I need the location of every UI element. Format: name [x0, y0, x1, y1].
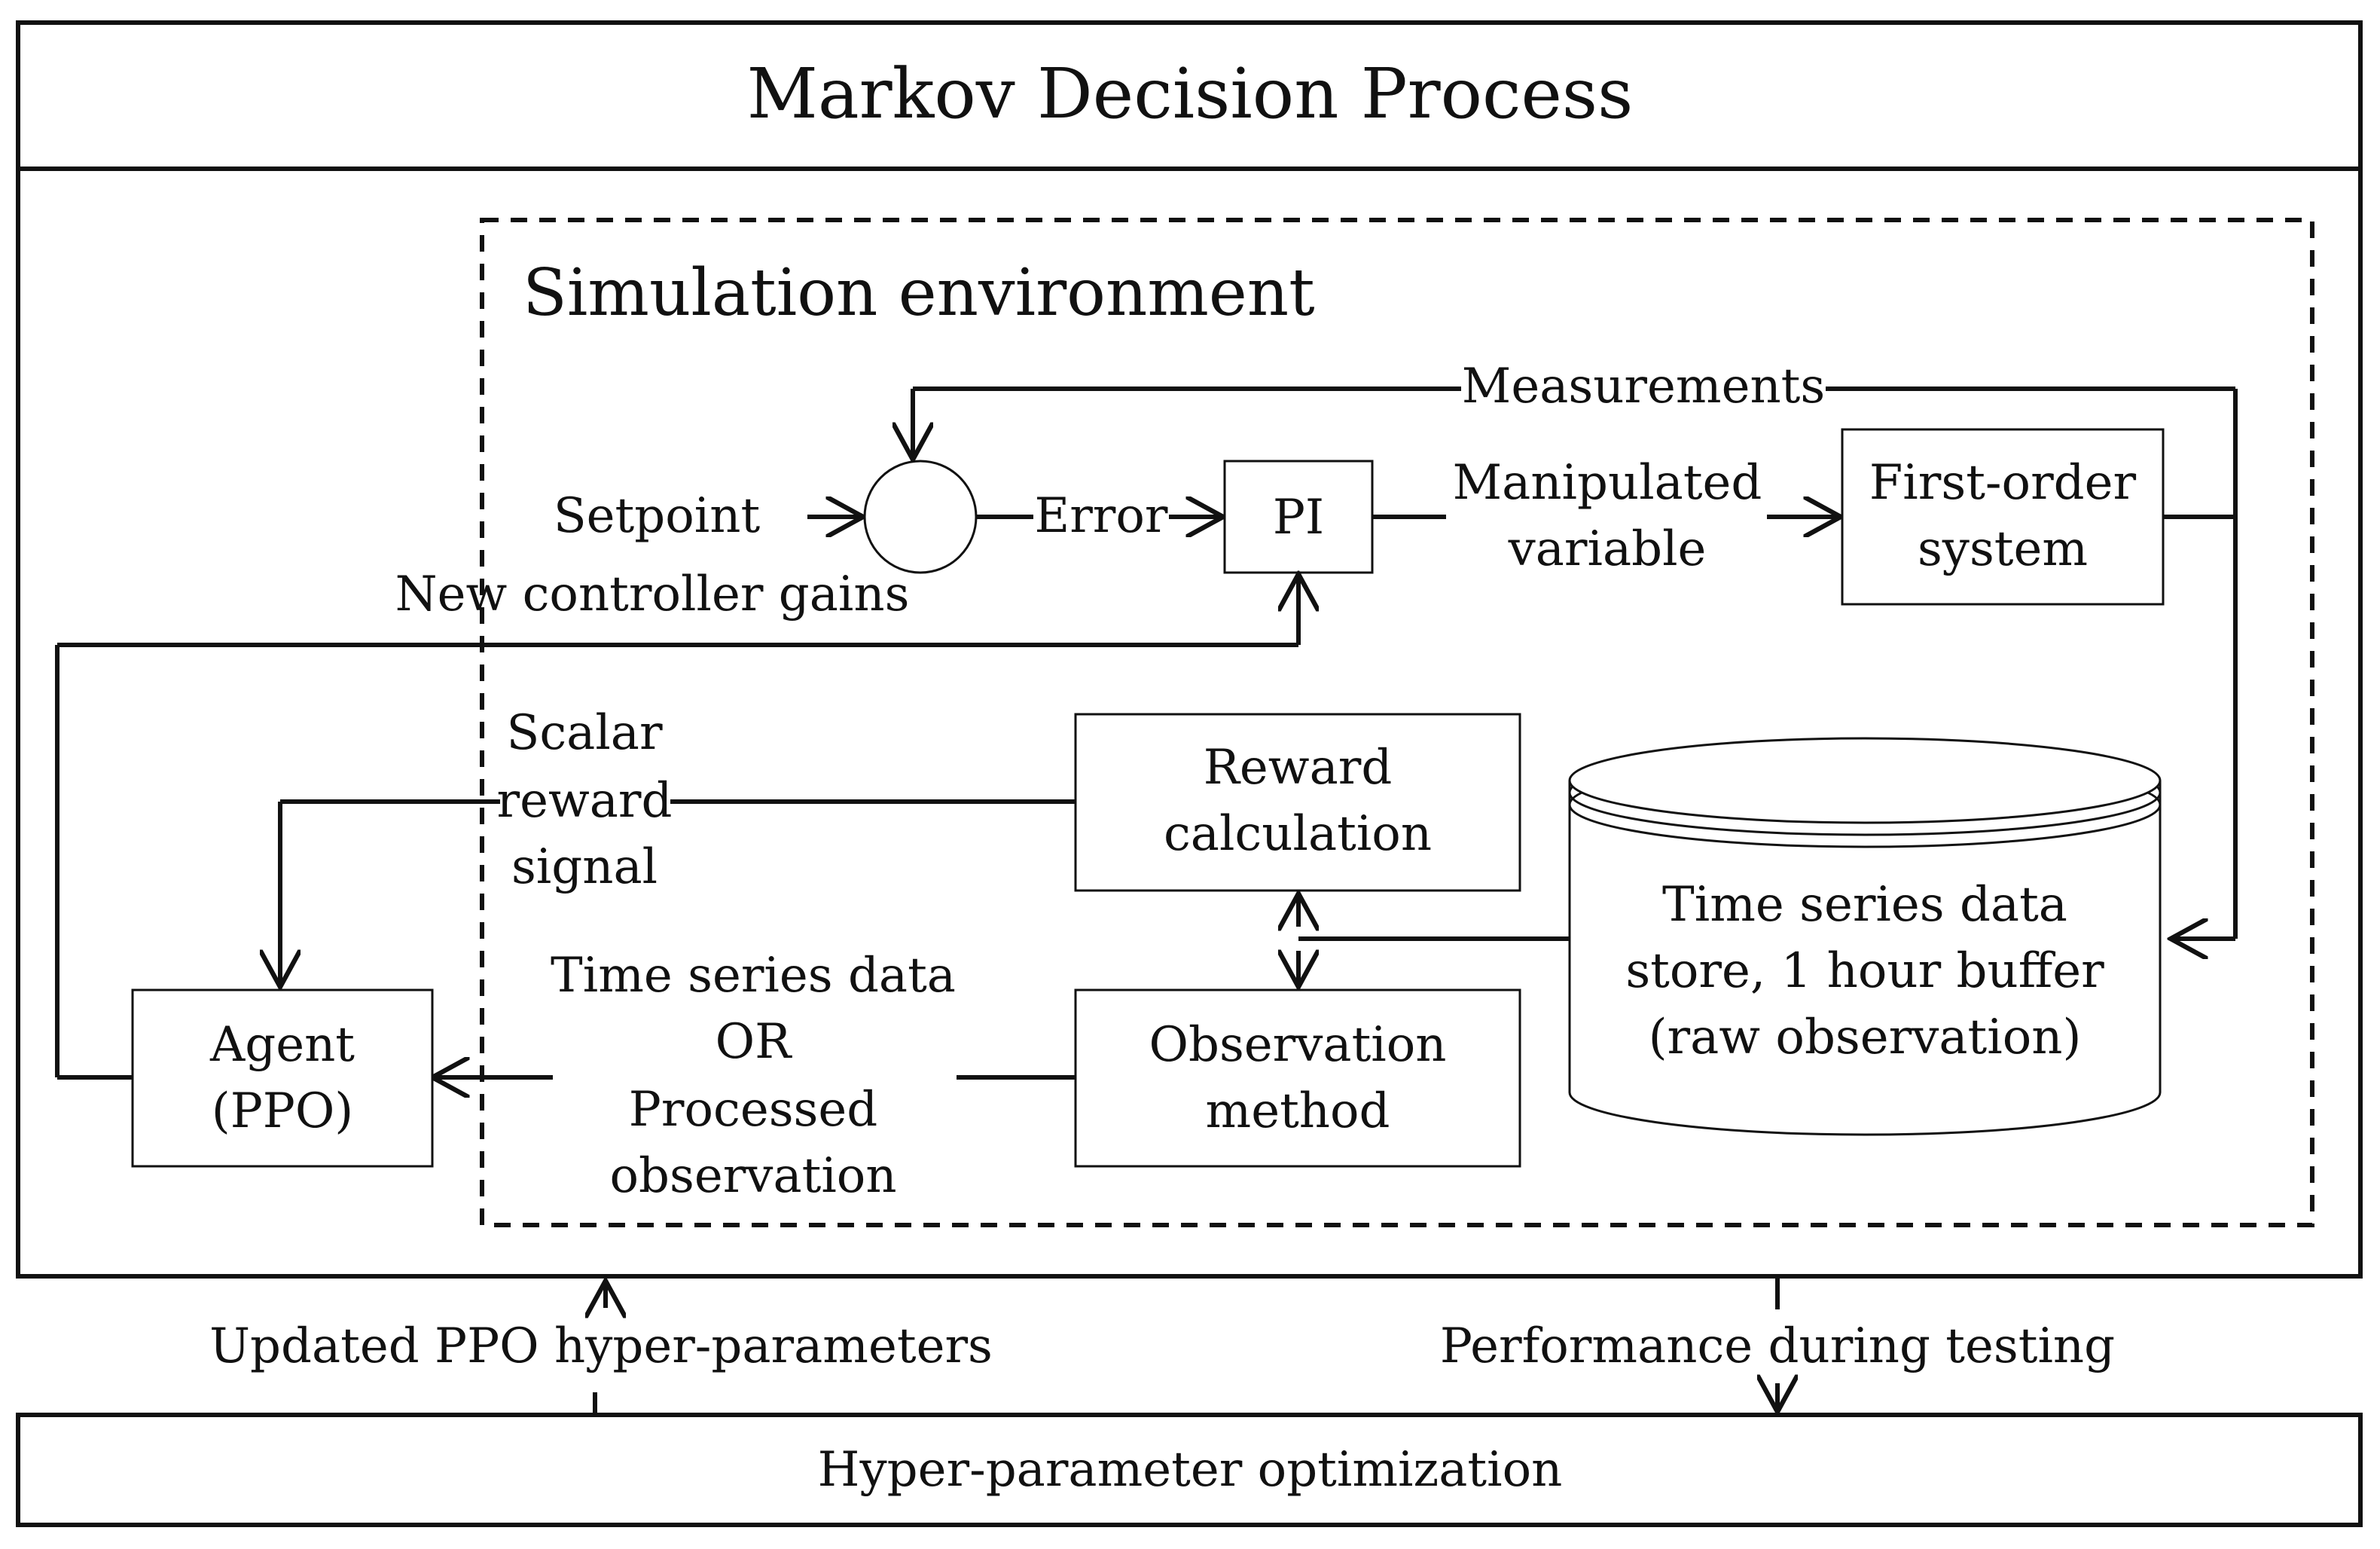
observation-out-label-1: Time series data: [551, 948, 956, 1004]
measurements-feedback: [913, 386, 2238, 939]
first-order-label-2: system: [1918, 521, 2088, 577]
manipulated-label-1: Manipulated: [1453, 455, 1762, 511]
agent-label-2: (PPO): [212, 1083, 354, 1139]
simulation-environment-frame: [480, 218, 2314, 1227]
performance-label: Performance during testing: [1440, 1318, 2115, 1374]
observation-out-label-4: observation: [609, 1148, 896, 1204]
new-gains-label: New controller gains: [395, 567, 910, 622]
reward-label-1: Reward: [1204, 740, 1393, 796]
hyper-parameter-optimization-block: [16, 1413, 2363, 1527]
agent-label-1: Agent: [209, 1017, 355, 1073]
pi-label: PI: [1273, 490, 1324, 545]
summing-junction: [863, 460, 978, 574]
manipulated-label-2: variable: [1508, 521, 1707, 577]
scalar-reward-label-2: reward: [497, 773, 673, 829]
datastore-label-1: Time series data: [1662, 877, 2067, 933]
reward-calculation-block: [1074, 713, 1521, 892]
setpoint-label: Setpoint: [554, 488, 761, 544]
scalar-reward-label-3: signal: [511, 839, 658, 895]
time-series-datastore: [1568, 737, 2162, 1136]
hyper-label: Hyper-parameter optimization: [818, 1442, 1563, 1498]
updated-ppo-label: Updated PPO hyper-parameters: [209, 1318, 993, 1374]
measurements-label: Measurements: [1462, 359, 1825, 414]
first-order-system-block: [1841, 428, 2165, 606]
observation-label-1: Observation: [1149, 1017, 1447, 1073]
observation-label-2: method: [1206, 1083, 1390, 1139]
observation-method-block: [1074, 988, 1521, 1168]
agent-ppo-block: [131, 988, 434, 1168]
datastore-label-3: (raw observation): [1649, 1010, 2082, 1065]
reward-to-agent-arrow: [280, 799, 500, 987]
scalar-reward-label-1: Scalar: [506, 705, 662, 761]
observation-out-label-2: OR: [716, 1014, 792, 1070]
reward-label-2: calculation: [1164, 806, 1432, 862]
mdp-title: Markov Decision Process: [747, 53, 1634, 134]
simulation-environment-title: Simulation environment: [523, 255, 1315, 331]
datastore-to-reward-observation: [1298, 894, 1570, 987]
datastore-label-2: store, 1 hour buffer: [1625, 943, 2104, 999]
new-gains-feedback: [55, 574, 1298, 1080]
first-order-label-1: First-order: [1869, 455, 2137, 511]
observation-out-label-3: Processed: [629, 1082, 877, 1138]
error-label: Error: [1034, 488, 1167, 544]
mdp-frame: [16, 20, 2363, 1279]
